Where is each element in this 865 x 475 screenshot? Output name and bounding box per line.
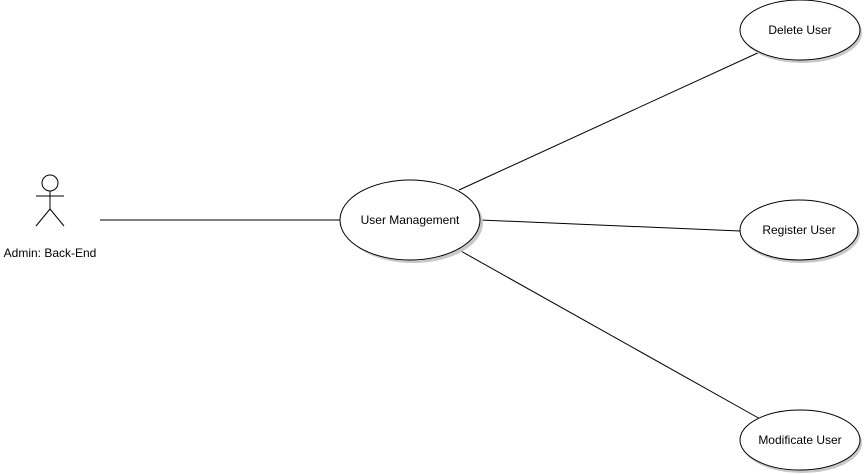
association-user-management-delete-user bbox=[458, 50, 763, 191]
use-case-modificate-user[interactable]: Modificate User bbox=[739, 409, 862, 473]
association-user-management-register-user bbox=[479, 219, 741, 232]
use-case-label: Register User bbox=[762, 223, 835, 237]
use-case-label: User Management bbox=[361, 213, 460, 227]
use-case-label: Modificate User bbox=[758, 433, 841, 447]
use-case-ellipse bbox=[739, 0, 861, 61]
stick-figure-icon bbox=[35, 174, 65, 227]
use-case-register-user[interactable]: Register User bbox=[739, 199, 860, 263]
actor-admin-back-end[interactable]: Admin: Back-End bbox=[4, 174, 97, 260]
actor-label: Admin: Back-End bbox=[4, 246, 97, 260]
use-case-ellipse bbox=[739, 199, 859, 261]
use-case-user-management[interactable]: User Management bbox=[339, 179, 483, 263]
use-case-delete-user[interactable]: Delete User bbox=[739, 0, 862, 63]
use-case-ellipse bbox=[739, 409, 861, 471]
use-case-label: Delete User bbox=[768, 23, 831, 37]
association-user-management-modificate-user bbox=[458, 249, 763, 421]
use-case-ellipse bbox=[339, 179, 481, 261]
